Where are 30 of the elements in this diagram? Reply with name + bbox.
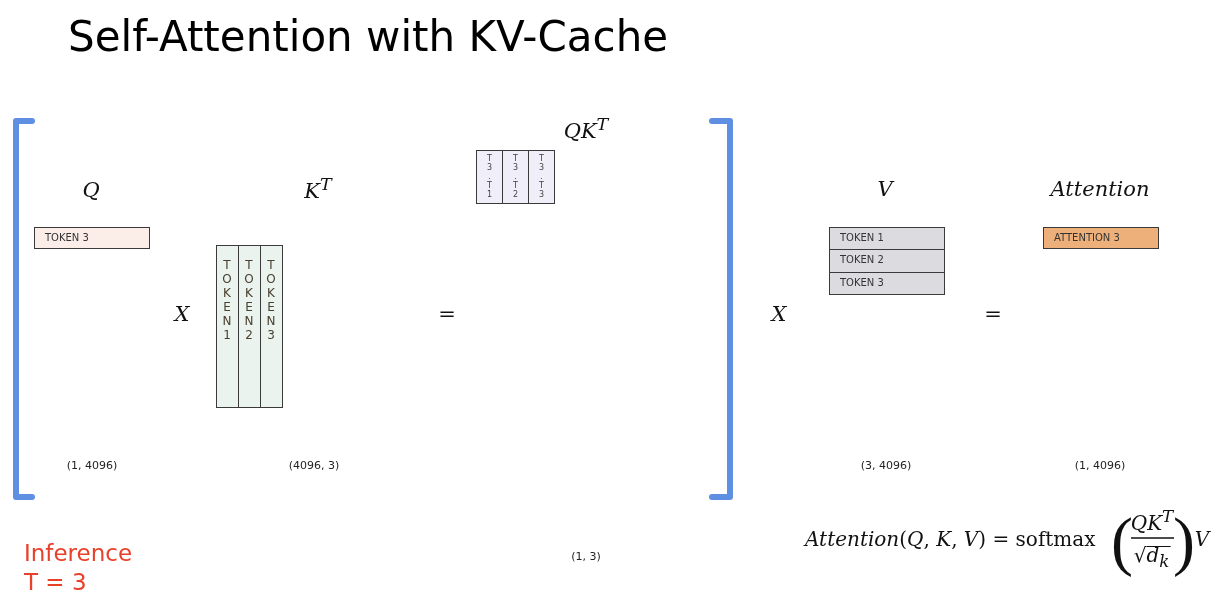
formula-text: V: [1194, 527, 1210, 551]
query-vector: TOKEN 3: [34, 227, 150, 249]
operator-symbol: =: [984, 302, 1002, 326]
matrix-label: K$^{T}$: [304, 173, 332, 203]
formula-text: Attention(Q, K, V) = softmax: [805, 527, 1096, 551]
dimension-label: (1, 4096): [66, 458, 118, 472]
operator-symbol: X: [771, 302, 787, 326]
formula-numerator: QK$^{T}$: [1130, 507, 1174, 535]
matrix-label: QK$^{T}$: [563, 113, 609, 143]
matrix-label: V: [877, 177, 893, 201]
value-row: TOKEN 3: [829, 272, 945, 295]
dimension-label: (3, 4096): [860, 458, 912, 472]
operator-symbol: X: [174, 302, 190, 326]
matrix-label: Q: [82, 178, 100, 202]
key-column: TOKEN1: [216, 245, 239, 408]
value-row: TOKEN 1: [829, 227, 945, 250]
attention-output-row: ATTENTION 3: [1043, 227, 1159, 249]
dimension-label: (4096, 3): [288, 458, 340, 472]
key-column: TOKEN3: [260, 245, 283, 408]
operator-symbol: =: [438, 302, 456, 326]
note-text: Inference T = 3: [24, 539, 134, 597]
key-column: TOKEN2: [238, 245, 261, 408]
dimension-label: (1, 3): [571, 549, 601, 563]
value-row: TOKEN 2: [829, 249, 945, 273]
score-cell: T3.T3: [528, 150, 555, 204]
slide-title: Self-Attention with KV-Cache: [68, 12, 669, 61]
score-cell: T3.T2: [502, 150, 529, 204]
matrix-label: Attention: [1050, 177, 1150, 201]
dimension-label: (1, 4096): [1074, 458, 1126, 472]
score-cell: T3.T1: [476, 150, 503, 204]
